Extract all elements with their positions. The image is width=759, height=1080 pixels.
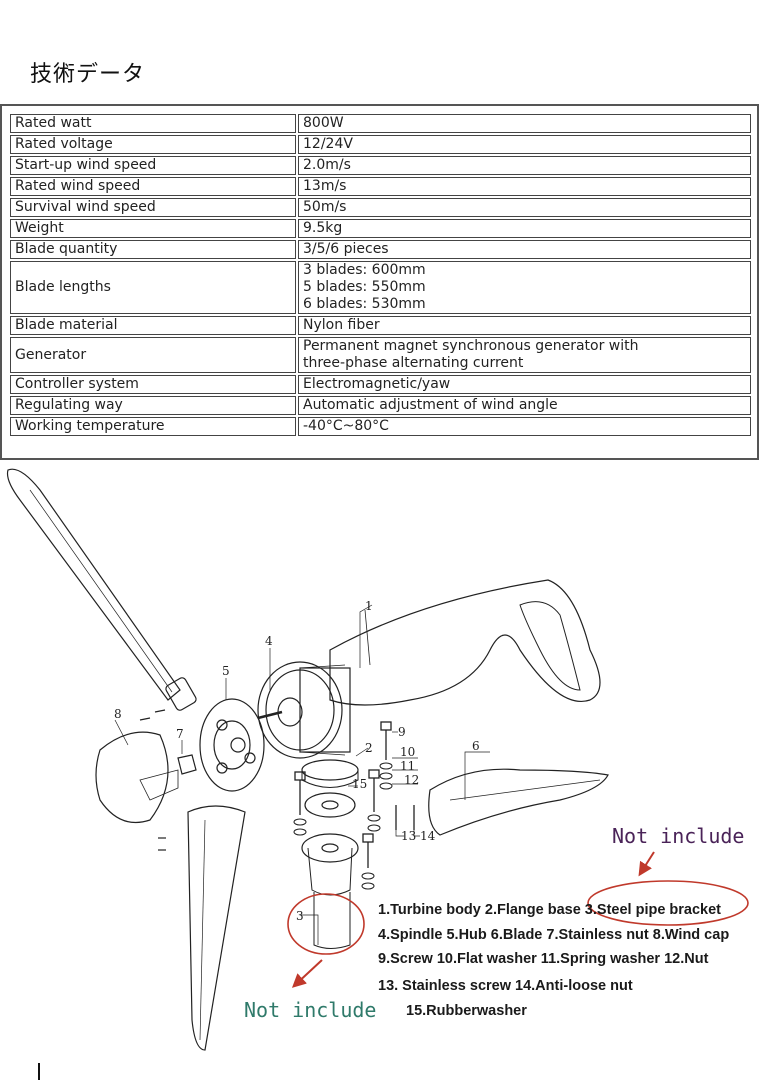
part-number: 1 [365, 599, 373, 613]
spec-key: Controller system [10, 375, 296, 394]
turbine-body [329, 579, 601, 706]
spec-key: Blade material [10, 316, 296, 335]
part-number: 9 [398, 725, 406, 739]
part-number: 11 [400, 759, 415, 773]
spec-key: Start-up wind speed [10, 156, 296, 175]
spec-key: Generator [10, 337, 296, 373]
steel-pipe-bracket [313, 892, 351, 949]
table-row: Working temperature-40°C~80°C [10, 417, 751, 436]
legend-line: 13. Stainless screw 14.Anti-loose nut [378, 978, 633, 994]
spec-value: Nylon fiber [298, 316, 751, 335]
legend-line: 4.Spindle 5.Hub 6.Blade 7.Stainless nut … [378, 927, 730, 943]
spec-value: Automatic adjustment of wind angle [298, 396, 751, 415]
spec-key: Rated voltage [10, 135, 296, 154]
flange-base [301, 759, 359, 781]
spec-key: Blade lengths [10, 261, 296, 314]
spec-value: 2.0m/s [298, 156, 751, 175]
spec-value: 13m/s [298, 177, 751, 196]
spec-value: 9.5kg [298, 219, 751, 238]
spec-key: Weight [10, 219, 296, 238]
part-number: 15 [352, 777, 367, 791]
generator-disc [257, 661, 343, 759]
legend-line: 9.Screw 10.Flat washer 11.Spring washer … [378, 951, 709, 967]
spec-key: Rated watt [10, 114, 296, 133]
arrow-right [638, 851, 655, 877]
wind-cap [95, 731, 169, 824]
hub [199, 698, 265, 792]
spec-key: Rated wind speed [10, 177, 296, 196]
arrow-bottom [291, 959, 323, 988]
exploded-turbine-diagram: 1 2 3 4 5 6 7 8 9 10 11 12 13 14 15 [6, 468, 749, 1051]
not-include-label-right: Not include [612, 824, 745, 848]
part-number: 14 [420, 829, 436, 843]
part-number: 3 [296, 909, 304, 923]
blade-right [428, 768, 609, 836]
not-include-circle-right [587, 880, 749, 926]
not-include-label-bottom: Not include [244, 998, 377, 1022]
blade-lower [187, 805, 246, 1051]
spec-value: 3/5/6 pieces [298, 240, 751, 259]
part-number: 10 [400, 745, 415, 759]
spec-value: Permanent magnet synchronous generator w… [298, 337, 751, 373]
spec-value: 800W [298, 114, 751, 133]
spec-value: Electromagnetic/yaw [298, 375, 751, 394]
spec-key: Survival wind speed [10, 198, 296, 217]
table-row: Generator Permanent magnet synchronous ge… [10, 337, 751, 373]
part-number: 5 [222, 664, 230, 678]
spec-value-line: 5 blades: 550mm [303, 279, 426, 295]
spec-value-line: 3 blades: 600mm [303, 262, 426, 278]
legend-line: 15.Rubberwasher [406, 1003, 527, 1019]
part-number: 12 [404, 773, 419, 787]
page-title: 技術データ [30, 62, 146, 87]
spec-value-line: Permanent magnet synchronous generator w… [303, 338, 639, 354]
spec-key: Regulating way [10, 396, 296, 415]
spec-value: 50m/s [298, 198, 751, 217]
part-number: 6 [472, 739, 480, 753]
spec-value-line: 6 blades: 530mm [303, 296, 426, 312]
part-number: 2 [365, 741, 373, 755]
stainless-nut [177, 754, 197, 775]
text-cursor [38, 1063, 40, 1080]
part-number: 13 [401, 829, 416, 843]
spec-key: Blade quantity [10, 240, 296, 259]
part-number-labels: 1 2 3 4 5 6 7 8 9 10 11 12 13 14 15 [114, 599, 480, 923]
part-number: 8 [114, 707, 122, 721]
part-number: 4 [265, 634, 273, 648]
part-number: 7 [176, 727, 184, 741]
spec-key: Working temperature [10, 417, 296, 436]
legend-line: 1.Turbine body 2.Flange base 3.Steel pip… [378, 902, 722, 918]
spec-value: 12/24V [298, 135, 751, 154]
spec-value: -40°C~80°C [298, 417, 751, 436]
not-include-circle-bottom [287, 893, 365, 955]
blade-upper-left [6, 468, 181, 701]
spec-value-line: three-phase alternating current [303, 355, 524, 371]
